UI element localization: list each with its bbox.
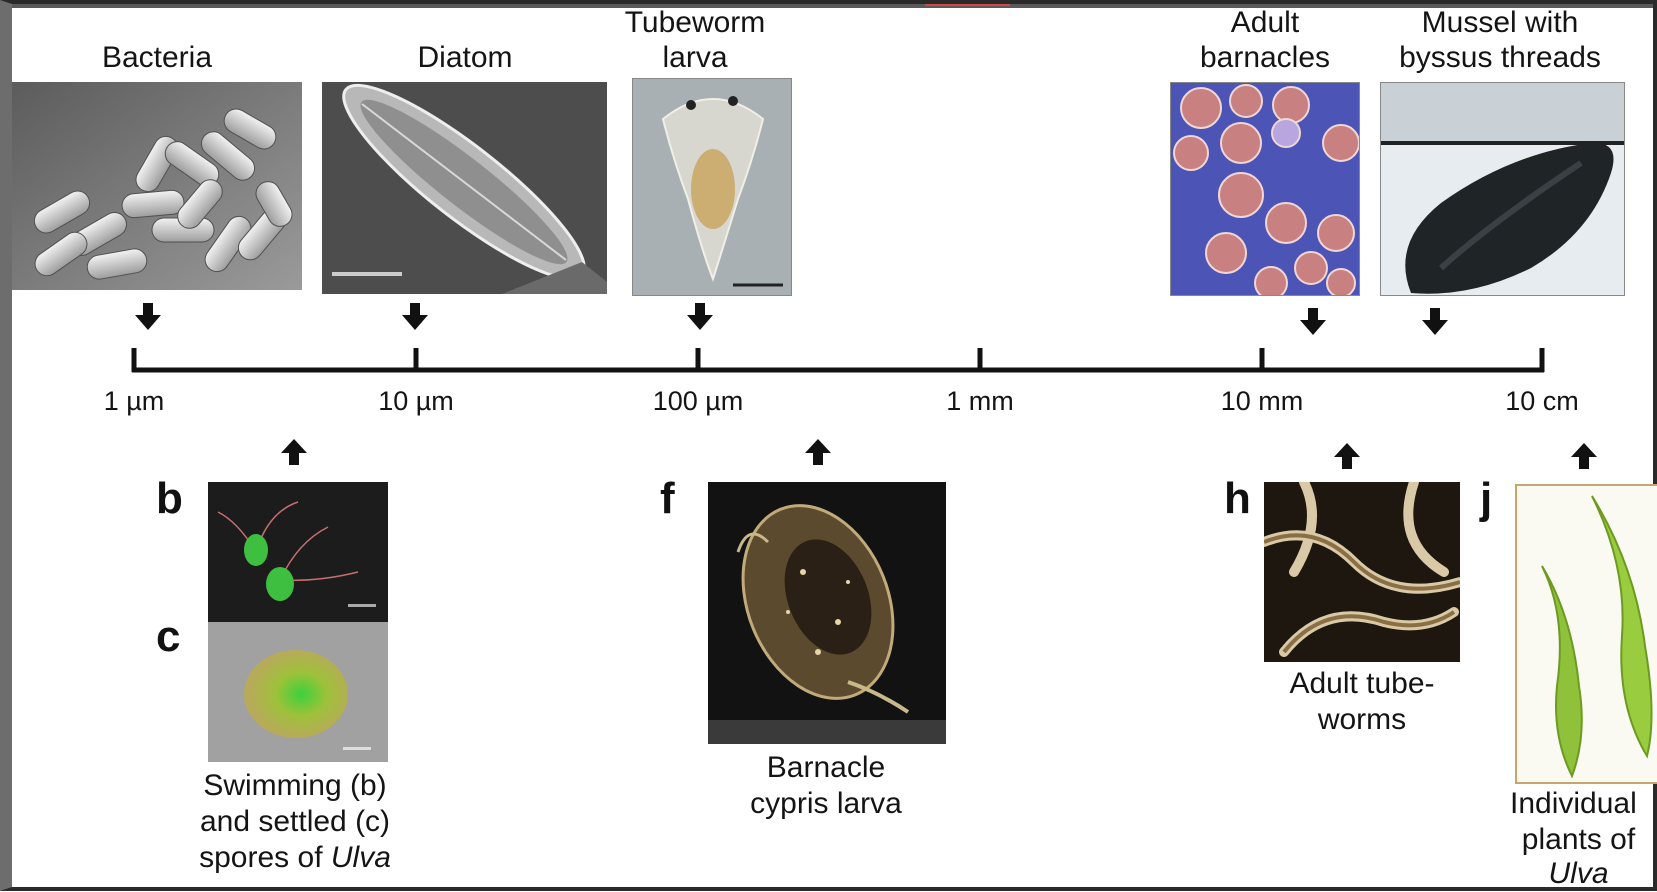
panel-letter-f: f	[660, 474, 675, 524]
caption-spores-line3-text: spores of	[199, 841, 331, 874]
panel-letter-b: b	[156, 474, 183, 524]
scale-axis	[0, 340, 1657, 380]
arrow-down-icon	[401, 303, 429, 331]
label-tubeworm-larva-line1: Tubeworm	[600, 5, 790, 41]
caption-spores-line2: and settled (c)	[160, 804, 430, 840]
arrow-down-icon	[1299, 308, 1327, 336]
arrow-up-icon	[280, 438, 308, 466]
arrow-up-icon	[1570, 442, 1598, 470]
caption-ulva-line2: plants of	[1500, 822, 1657, 858]
image-barnacle-cypris-larva	[708, 482, 946, 744]
arrow-up-icon	[804, 438, 832, 466]
image-swimming-spores	[208, 482, 388, 622]
caption-tubeworms-line2: worms	[1250, 702, 1474, 738]
caption-cypris-line2: cypris larva	[700, 786, 952, 822]
panel-letter-j: j	[1480, 474, 1492, 524]
scale-tick-label: 100 µm	[628, 386, 768, 417]
label-diatom: Diatom	[365, 40, 565, 76]
label-adult-barnacles-line2: barnacles	[1160, 40, 1370, 76]
panel-letter-h: h	[1224, 474, 1251, 524]
image-ulva-plants	[1515, 484, 1657, 784]
image-tubeworm-larva	[632, 78, 792, 296]
scale-tick-label: 10 µm	[346, 386, 486, 417]
caption-ulva-line1: Individual	[1500, 786, 1657, 822]
label-tubeworm-larva-line2: larva	[600, 40, 790, 76]
caption-cypris-line1: Barnacle	[700, 750, 952, 786]
image-diatom	[322, 82, 607, 294]
caption-spores-line3: spores of Ulva	[160, 840, 430, 876]
image-settled-spore	[208, 622, 388, 762]
image-mussel	[1380, 82, 1625, 296]
label-adult-barnacles-line1: Adult	[1160, 5, 1370, 41]
scale-tick-label: 10 mm	[1192, 386, 1332, 417]
caption-spores-line1: Swimming (b)	[160, 768, 430, 804]
arrow-down-icon	[134, 303, 162, 331]
image-adult-tubeworms	[1264, 482, 1460, 662]
image-adult-barnacles	[1170, 82, 1360, 296]
caption-ulva-line3: Ulva	[1500, 856, 1657, 892]
scale-tick-label: 1 µm	[64, 386, 204, 417]
image-bacteria	[12, 82, 302, 290]
caption-tubeworms-line1: Adult tube-	[1250, 666, 1474, 702]
label-bacteria: Bacteria	[62, 40, 252, 76]
panel-letter-c: c	[156, 612, 180, 662]
scale-tick-label: 10 cm	[1472, 386, 1612, 417]
scale-tick-label: 1 mm	[910, 386, 1050, 417]
label-mussel-line2: byssus threads	[1375, 40, 1625, 76]
arrow-down-icon	[1421, 308, 1449, 336]
label-mussel-line1: Mussel with	[1375, 5, 1625, 41]
arrow-up-icon	[1333, 442, 1361, 470]
arrow-down-icon	[686, 303, 714, 331]
caption-spores-ulva: Ulva	[331, 841, 391, 874]
